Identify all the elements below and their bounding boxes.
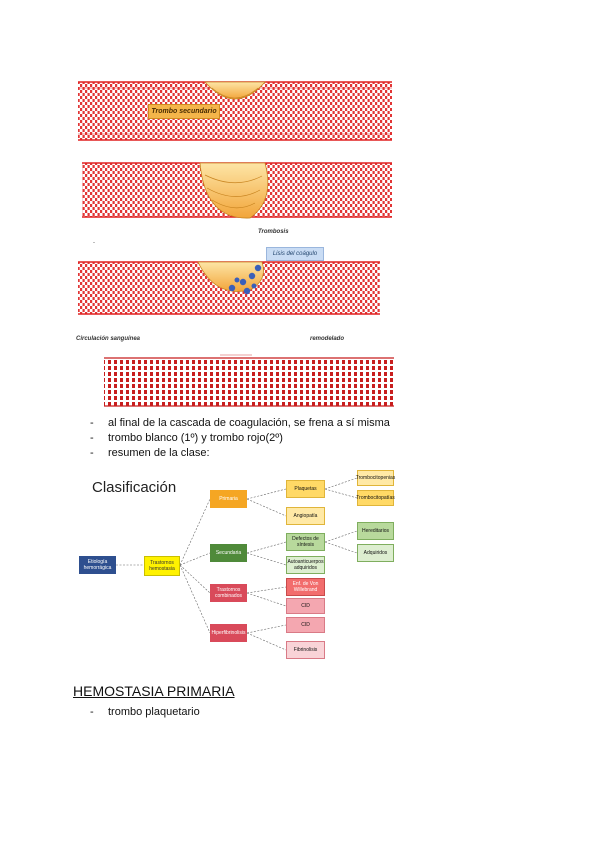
- trombocitopatias-node: Trombocitopatías: [357, 490, 394, 506]
- trombocitopenias-node: Trombocitopenias: [357, 470, 394, 486]
- plaquetas-node: Plaquetas: [286, 480, 325, 498]
- trastornos-hemostasia-node: Trastornos hemostasia: [144, 556, 180, 576]
- autoanticuerpos-node: Autoanticuerpos adquiridos: [286, 556, 325, 574]
- list-item: -trombo plaquetario: [90, 705, 200, 720]
- von-willebrand-node: Enf. de Von Willebrand: [286, 578, 325, 596]
- secundaria-node: Secundaria: [210, 544, 247, 562]
- adquiridos-node: Adquiridos: [357, 544, 394, 562]
- hemostasia-bullet-list: -trombo plaquetario: [90, 705, 200, 720]
- section-heading-hemostasia-primaria: HEMOSTASIA PRIMARIA: [73, 683, 235, 699]
- etiologia-node: Etiología hemorrágica: [79, 556, 116, 574]
- angiopatia-node: Angiopatía: [286, 507, 325, 525]
- primaria-node: Primaria: [210, 490, 247, 508]
- hereditarios-node: Hereditarios: [357, 522, 394, 540]
- trastornos-combinados-node: Trastornos combinados: [210, 584, 247, 602]
- cid-node-1: CID: [286, 598, 325, 614]
- bullet-text: trombo plaquetario: [108, 706, 200, 718]
- defectos-sintesis-node: Defectos de síntesis: [286, 533, 325, 551]
- cid-node-2: CID: [286, 617, 325, 633]
- fibrinolisis-node: Fibrinolisis: [286, 641, 325, 659]
- hiperfibrinolisis-node: Hiperfibrinolisis: [210, 624, 247, 642]
